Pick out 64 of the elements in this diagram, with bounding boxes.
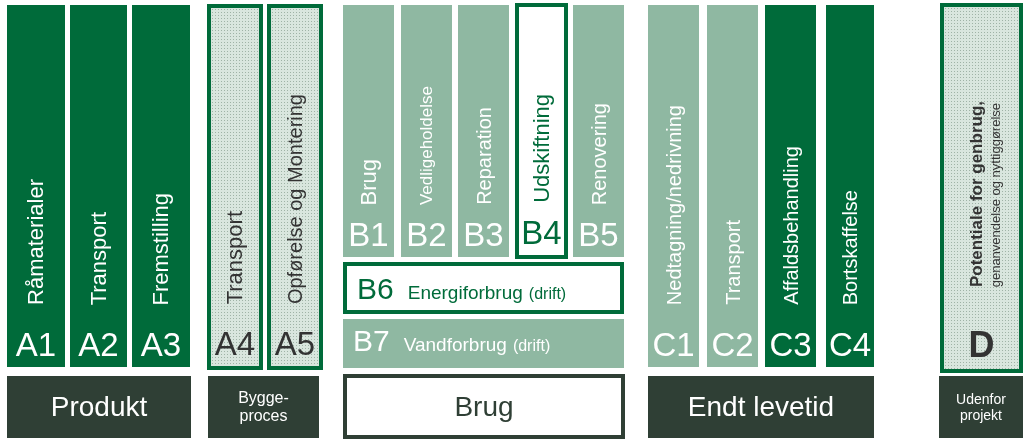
- stage-name: Affaldsbehandling: [780, 146, 801, 305]
- stage-column: [826, 5, 874, 367]
- stage-column: [343, 5, 394, 257]
- stage-name: Nedtagning/nedrivning: [663, 104, 684, 305]
- stage-column: [765, 5, 816, 367]
- stage-code: B2: [405, 218, 448, 251]
- stage-code: B4: [520, 216, 563, 249]
- stage-name: Råmaterialer: [25, 179, 47, 305]
- stage-name: Opførelse og Montering: [285, 93, 305, 304]
- stage-code: D: [967, 327, 996, 363]
- phase-banner: [208, 376, 319, 438]
- phase-banner: [648, 376, 874, 438]
- stage-row: [343, 319, 624, 368]
- stage-name: Vedligeholdelse: [418, 85, 435, 205]
- phase-title: Brug: [453, 390, 515, 423]
- stage-column: [70, 5, 127, 367]
- stage-name: Energiforbrug: [407, 283, 523, 302]
- stage-code: A2: [77, 328, 120, 361]
- stage-column: [207, 4, 263, 370]
- stage-note: (drift): [528, 286, 567, 302]
- stage-code: C4: [827, 328, 873, 361]
- stage-code: B7: [353, 325, 390, 356]
- stage-code: A1: [14, 328, 58, 361]
- stage-code: B6: [357, 274, 394, 304]
- stage-column: [7, 5, 65, 367]
- stage-code: B3: [462, 218, 505, 251]
- stage-column: [458, 5, 509, 257]
- stage-name: Renovering: [588, 102, 609, 205]
- stage-name: genanvendelse og nyttiggørelse: [989, 102, 1002, 287]
- stage-name: Transport: [87, 211, 110, 305]
- phase-banner: [939, 376, 1023, 438]
- stage-code: C3: [768, 328, 813, 361]
- stage-name: Udskiftning: [530, 94, 553, 203]
- stage-column: [707, 5, 758, 367]
- stage-name: Bortskaffelse: [840, 189, 860, 305]
- stage-column: [515, 3, 568, 259]
- stage-note: (drift): [512, 337, 551, 354]
- stage-name: Vandforbrug: [403, 334, 507, 354]
- stage-column: [267, 4, 323, 370]
- stage-code: A5: [273, 327, 317, 360]
- phase-title: Bygge- proces: [237, 388, 290, 426]
- stage-column: [132, 5, 190, 367]
- stage-code: B5: [577, 218, 620, 251]
- phase-title: Udenfor projekt: [955, 390, 1007, 424]
- stage-row: [343, 262, 624, 314]
- stage-name: Potentiale for genbrug,: [968, 100, 985, 287]
- stage-code: B1: [347, 218, 390, 251]
- stage-name: Fremstilling: [150, 192, 172, 305]
- phase-title: Endt levetid: [686, 390, 836, 424]
- stage-column: [940, 3, 1023, 373]
- stage-code: C1: [651, 328, 696, 361]
- stage-column: [573, 5, 624, 257]
- stage-name: Transport: [224, 210, 246, 304]
- stage-column: [648, 5, 699, 367]
- stage-column: [401, 5, 452, 257]
- stage-name: Reparation: [473, 107, 494, 205]
- stage-code: A4: [213, 327, 257, 360]
- phase-banner: [343, 374, 625, 439]
- stage-name: Brug: [357, 158, 380, 205]
- stage-name: Transport: [722, 220, 743, 305]
- stage-code: C2: [710, 328, 755, 361]
- phase-title: Produkt: [49, 390, 149, 424]
- phase-banner: [7, 376, 191, 438]
- stage-code: A3: [139, 328, 183, 361]
